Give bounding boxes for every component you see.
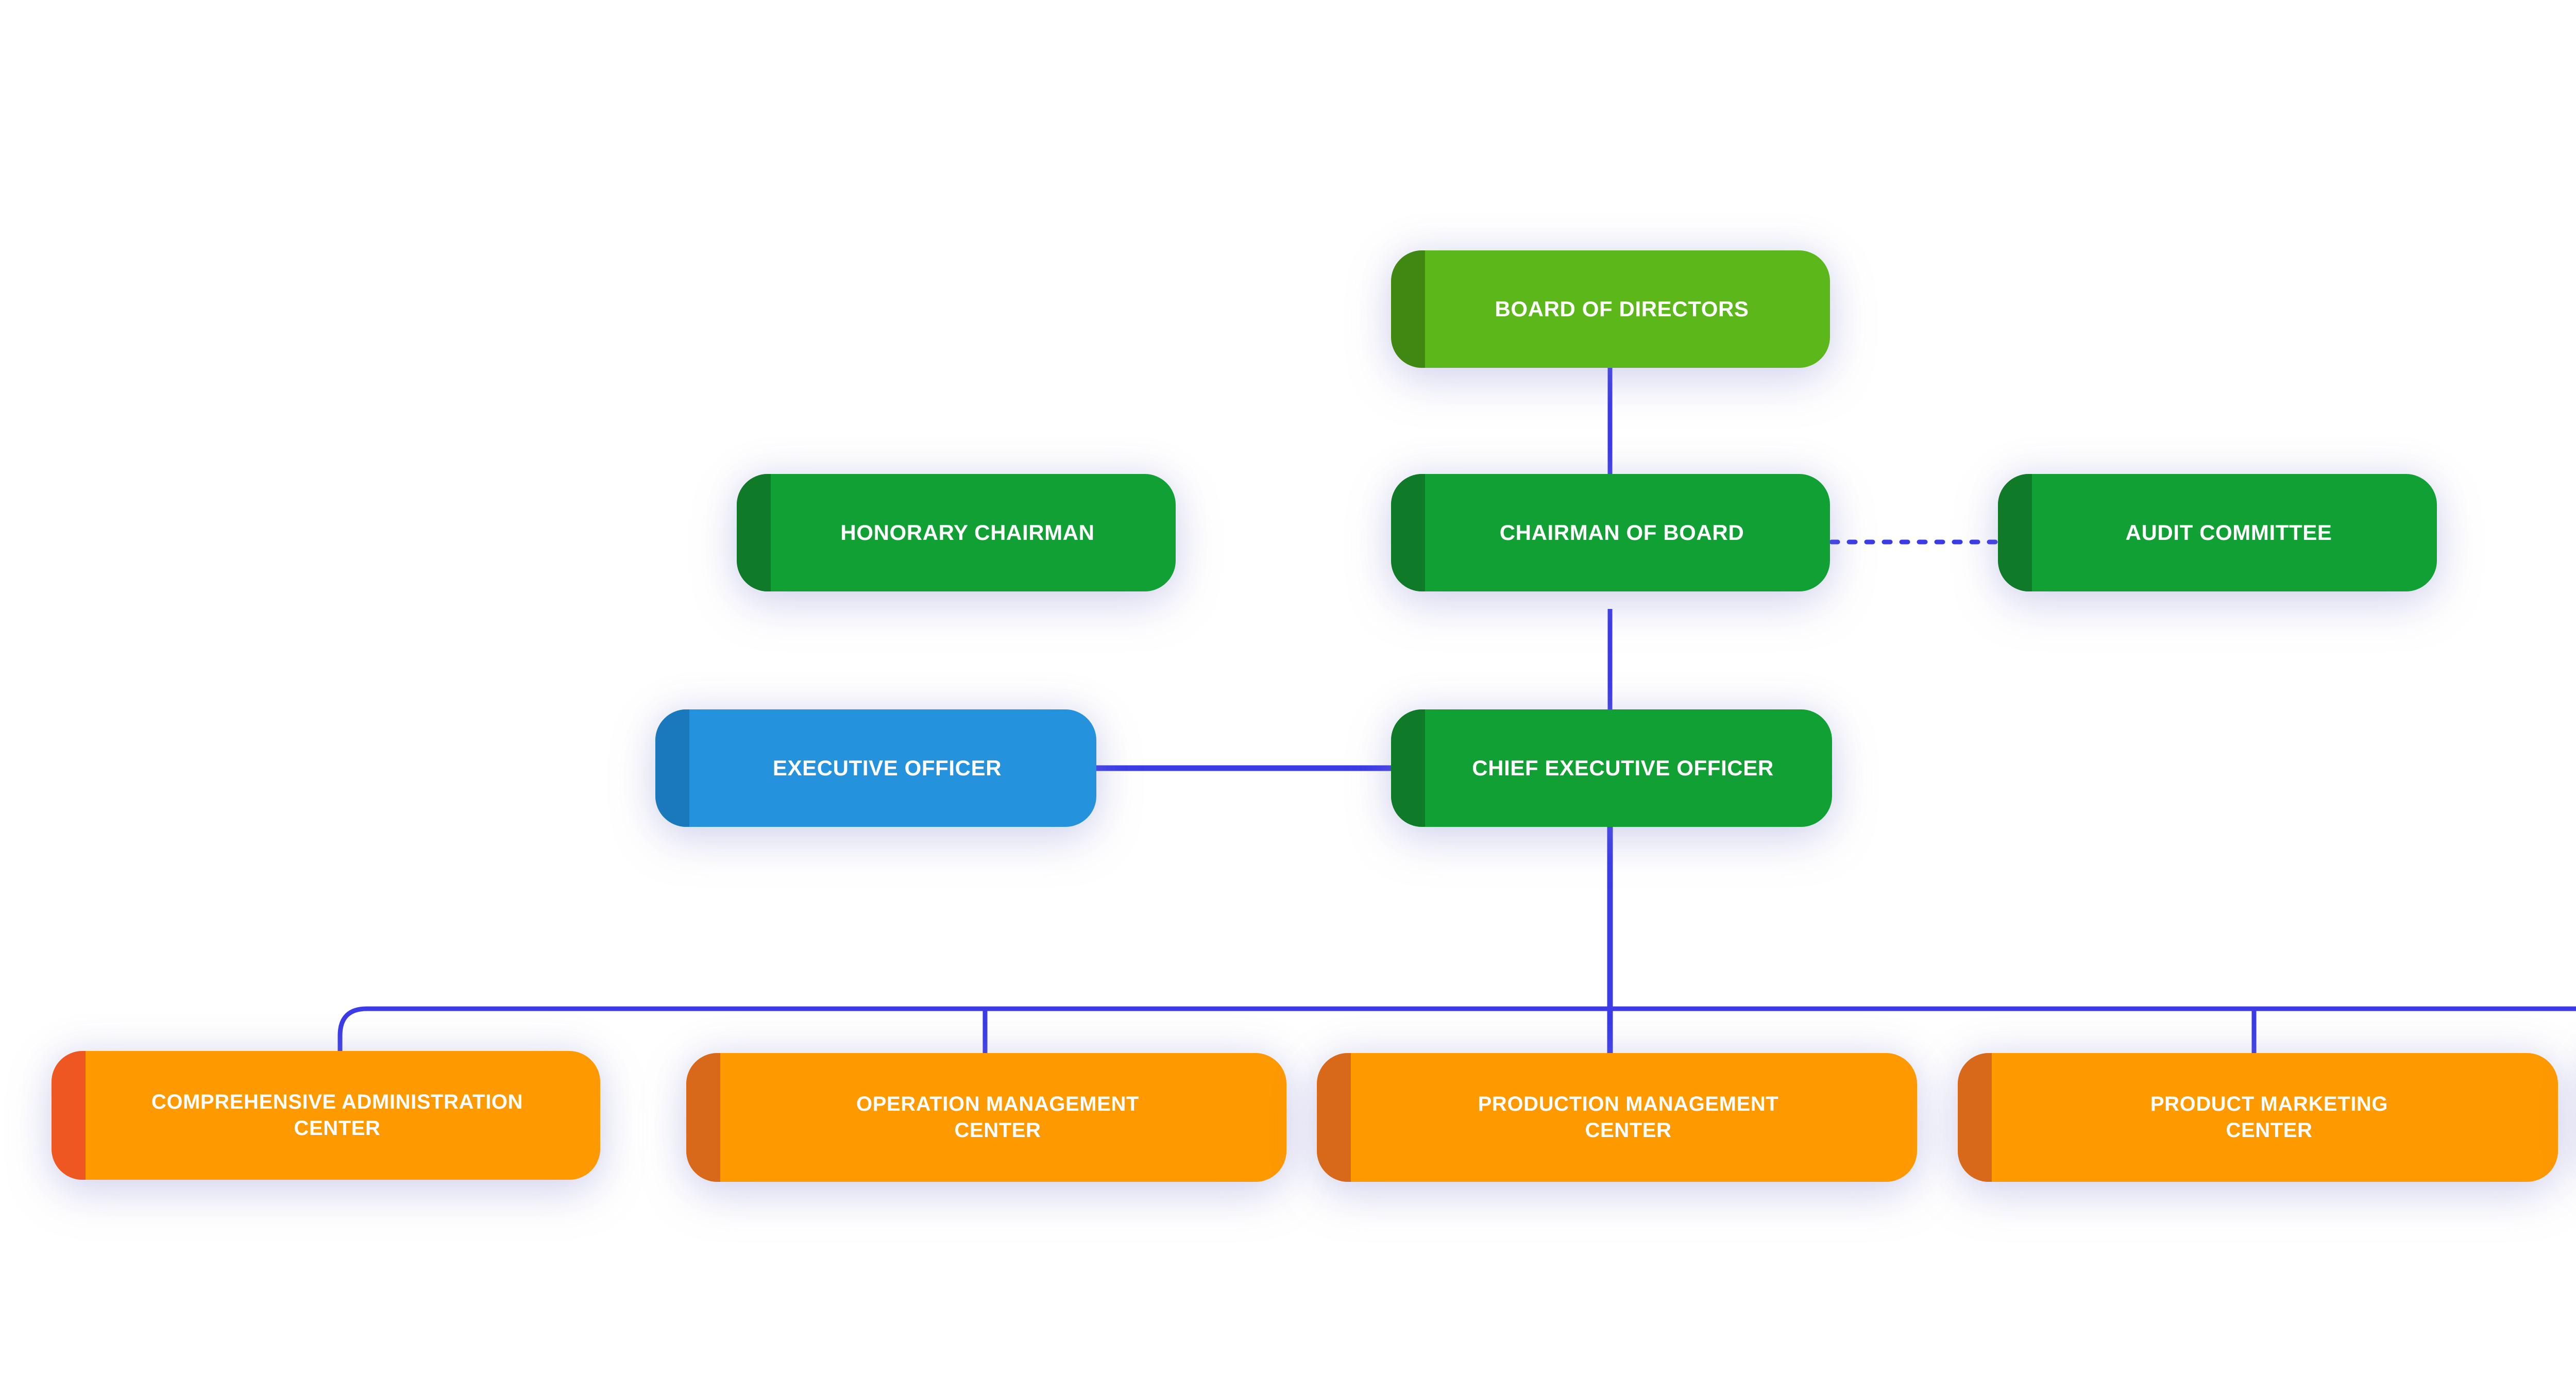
node-honorary-chairman[interactable]: HONORARY CHAIRMAN	[737, 474, 1176, 591]
node-accent-strip	[1391, 250, 1425, 368]
node-chairman-of-board[interactable]: CHAIRMAN OF BOARD	[1391, 474, 1830, 591]
node-label: AUDIT COMMITTEE	[2125, 520, 2332, 545]
node-accent-strip	[1317, 1053, 1351, 1182]
node-production-management-center[interactable]: PRODUCTION MANAGEMENT CENTER	[1317, 1053, 1917, 1182]
node-label: PRODUCT MARKETING CENTER	[2150, 1092, 2388, 1142]
node-label: PRODUCTION MANAGEMENT CENTER	[1478, 1092, 1779, 1142]
node-accent-strip	[655, 709, 689, 827]
node-label: HONORARY CHAIRMAN	[840, 520, 1095, 545]
node-comprehensive-administration-center[interactable]: COMPREHENSIVE ADMINISTRATION CENTER	[52, 1051, 600, 1180]
node-label: CHIEF EXECUTIVE OFFICER	[1472, 756, 1774, 781]
node-accent-strip	[1391, 709, 1425, 827]
node-accent-strip	[52, 1051, 86, 1180]
node-board-of-directors[interactable]: BOARD OF DIRECTORS	[1391, 250, 1830, 368]
node-product-marketing-center[interactable]: PRODUCT MARKETING CENTER	[1958, 1053, 2558, 1182]
node-label: BOARD OF DIRECTORS	[1495, 297, 1749, 321]
node-label: EXECUTIVE OFFICER	[772, 756, 1002, 781]
node-operation-management-center[interactable]: OPERATION MANAGEMENT CENTER	[686, 1053, 1286, 1182]
node-label: OPERATION MANAGEMENT CENTER	[856, 1092, 1140, 1142]
node-accent-strip	[1998, 474, 2032, 591]
node-chief-executive-officer[interactable]: CHIEF EXECUTIVE OFFICER	[1391, 709, 1832, 827]
node-executive-officer[interactable]: EXECUTIVE OFFICER	[655, 709, 1096, 827]
node-accent-strip	[686, 1053, 720, 1182]
node-accent-strip	[1958, 1053, 1992, 1182]
node-accent-strip	[737, 474, 771, 591]
node-label: CHAIRMAN OF BOARD	[1499, 520, 1744, 545]
node-audit-committee[interactable]: AUDIT COMMITTEE	[1998, 474, 2437, 591]
node-label: COMPREHENSIVE ADMINISTRATION CENTER	[151, 1090, 523, 1140]
node-accent-strip	[1391, 474, 1425, 591]
